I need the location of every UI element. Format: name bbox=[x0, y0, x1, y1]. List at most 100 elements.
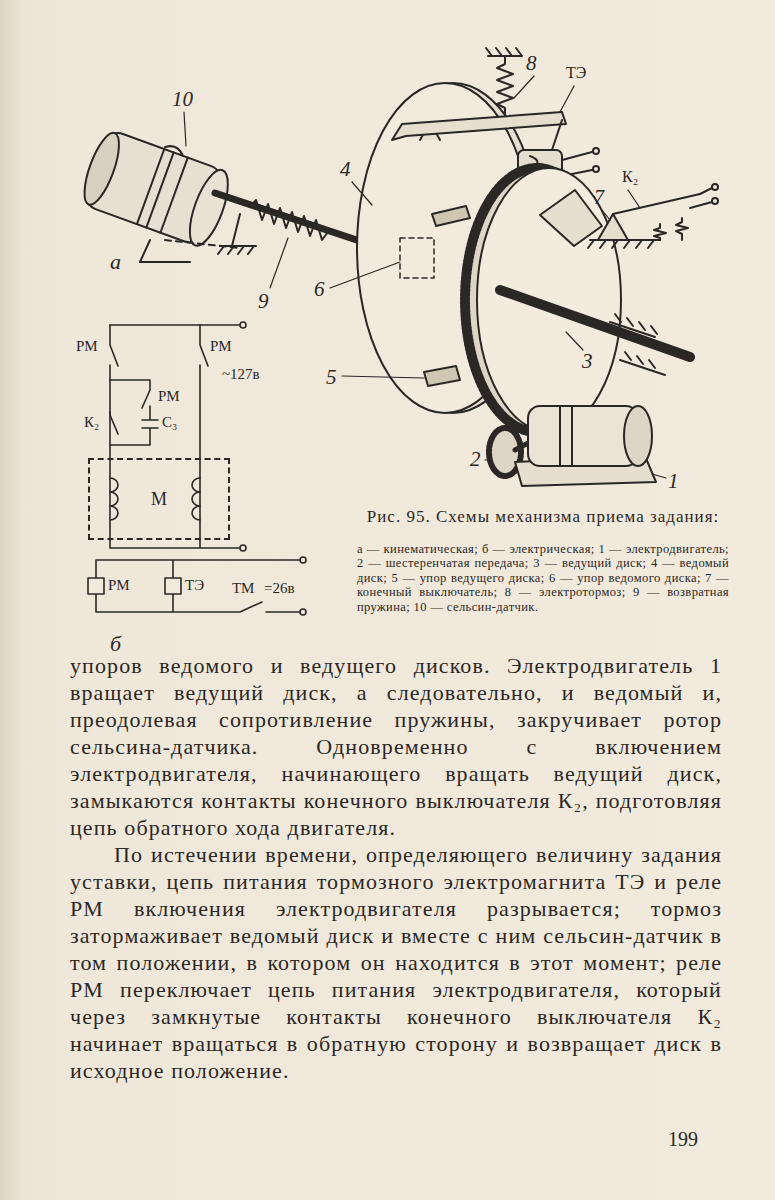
electric-brake-part bbox=[593, 166, 599, 172]
motor-dashed-box: М bbox=[88, 458, 230, 540]
electric-scheme-part bbox=[192, 478, 200, 520]
leader-lines-part bbox=[270, 238, 288, 288]
coil-label: РМ bbox=[108, 577, 130, 594]
part-label: К₂ bbox=[622, 168, 638, 186]
electric-scheme-part bbox=[110, 324, 200, 326]
driven-disk-part bbox=[432, 206, 470, 226]
electric-scheme-part bbox=[110, 540, 240, 548]
coil-label: ТЭ bbox=[185, 577, 204, 594]
electric-scheme-part bbox=[110, 325, 118, 540]
callout-number: 2 bbox=[470, 448, 481, 471]
driving-disk-part bbox=[610, 314, 657, 337]
electric-scheme bbox=[88, 322, 306, 615]
electric-scheme-part bbox=[110, 478, 118, 520]
selsyn-sensor-part bbox=[77, 122, 238, 250]
leader-lines-part bbox=[560, 86, 574, 112]
figure-letter: а bbox=[110, 250, 121, 274]
electric-scheme-part bbox=[300, 609, 306, 615]
electric-scheme-part bbox=[96, 560, 300, 612]
driving-disk-part bbox=[500, 290, 690, 357]
callout-number: 7 bbox=[594, 186, 604, 208]
callout-number: 6 bbox=[314, 278, 325, 301]
leader-lines-part bbox=[342, 376, 424, 378]
leader-lines-part bbox=[602, 210, 610, 220]
leader-lines-part bbox=[628, 190, 640, 208]
callout-number: 5 bbox=[326, 366, 337, 389]
body-paragraph: упоров ведомого и ведущего дисков. Элект… bbox=[70, 652, 722, 841]
electric-brake-part bbox=[392, 112, 566, 140]
electric-scheme-part bbox=[200, 324, 240, 326]
limit-switch-part bbox=[676, 218, 688, 240]
leader-lines-part bbox=[514, 76, 534, 98]
switch-label: ТМ bbox=[232, 580, 254, 597]
limit-switch bbox=[588, 184, 718, 248]
electric-scheme-part bbox=[165, 578, 181, 594]
figure-caption: Рис. 95. Схемы механизма приема задания: bbox=[357, 508, 729, 527]
voltage-label: =26в bbox=[264, 580, 295, 597]
limit-switch-part bbox=[690, 188, 712, 208]
gear-and-motor-part bbox=[560, 406, 572, 466]
driving-disk-part bbox=[540, 190, 602, 246]
return-spring-part bbox=[250, 200, 328, 240]
return-spring bbox=[250, 200, 328, 240]
gear-and-motor bbox=[489, 406, 656, 486]
driven-disk-part bbox=[400, 238, 434, 278]
electric-brake bbox=[392, 48, 599, 188]
electric-scheme-part bbox=[300, 557, 306, 563]
capacitor-label: С₃ bbox=[162, 414, 177, 431]
selsyn-sensor-part-part bbox=[164, 144, 185, 156]
leader-lines-part bbox=[566, 332, 583, 350]
electric-brake-part bbox=[497, 56, 513, 116]
selsyn-sensor-part-part bbox=[182, 165, 236, 250]
selsyn-sensor-part-part bbox=[77, 129, 126, 209]
part-label: ТЭ bbox=[566, 64, 586, 82]
selsyn-sensor-part bbox=[140, 240, 190, 262]
limit-switch-part bbox=[613, 194, 700, 214]
electric-brake-part bbox=[486, 48, 522, 56]
driving-disk-part bbox=[620, 352, 665, 375]
callout-number: 8 bbox=[526, 52, 537, 75]
electric-brake-part bbox=[593, 148, 599, 154]
limit-switch-part bbox=[598, 214, 628, 240]
leader-lines bbox=[184, 76, 666, 478]
page-number: 199 bbox=[668, 1128, 698, 1150]
leader-lines-part bbox=[184, 112, 186, 146]
leader-lines-part bbox=[652, 474, 666, 478]
motor-label: М bbox=[90, 489, 228, 510]
relay-contact-label: РМ bbox=[210, 338, 232, 355]
body-paragraph: По истечении времени, определяющего вели… bbox=[70, 841, 722, 1084]
driven-disk-part bbox=[424, 366, 460, 386]
gear-and-motor-part bbox=[528, 406, 638, 466]
relay-contact-label: РМ bbox=[76, 338, 98, 355]
electric-scheme-part bbox=[200, 325, 208, 540]
limit-switch-part bbox=[712, 184, 718, 190]
callout-number: 3 bbox=[582, 350, 593, 373]
shaft-part bbox=[218, 214, 256, 254]
driving-disk-part bbox=[477, 168, 621, 432]
electric-scheme-part bbox=[110, 412, 118, 434]
callout-number: 9 bbox=[258, 290, 269, 313]
figure-legend: а — кинематическая; б — электрическая; 1… bbox=[357, 542, 729, 614]
leader-lines-part bbox=[330, 262, 400, 288]
callout-number: 4 bbox=[340, 158, 351, 181]
limit-switch-part bbox=[654, 224, 666, 240]
driving-disk bbox=[465, 168, 690, 432]
limit-switch-part bbox=[588, 240, 660, 248]
callout-number: 1 bbox=[668, 470, 679, 493]
switch-label: К₂ bbox=[84, 414, 99, 431]
gear-and-motor-part bbox=[624, 406, 652, 466]
electric-scheme-part bbox=[88, 578, 104, 594]
leader-lines-part bbox=[352, 182, 372, 205]
electric-scheme-part bbox=[240, 545, 246, 551]
figure-letter: б bbox=[110, 632, 121, 656]
limit-switch-part bbox=[712, 198, 718, 204]
voltage-label: ~127в bbox=[222, 366, 260, 383]
selsyn-sensor-part-part bbox=[137, 149, 188, 233]
leader-lines-part bbox=[485, 459, 490, 460]
electric-scheme-part bbox=[110, 380, 158, 445]
electric-brake-part bbox=[552, 120, 562, 150]
callout-number: 10 bbox=[172, 88, 193, 111]
relay-contact-label: РМ bbox=[158, 388, 180, 405]
electric-scheme-part bbox=[240, 322, 246, 328]
